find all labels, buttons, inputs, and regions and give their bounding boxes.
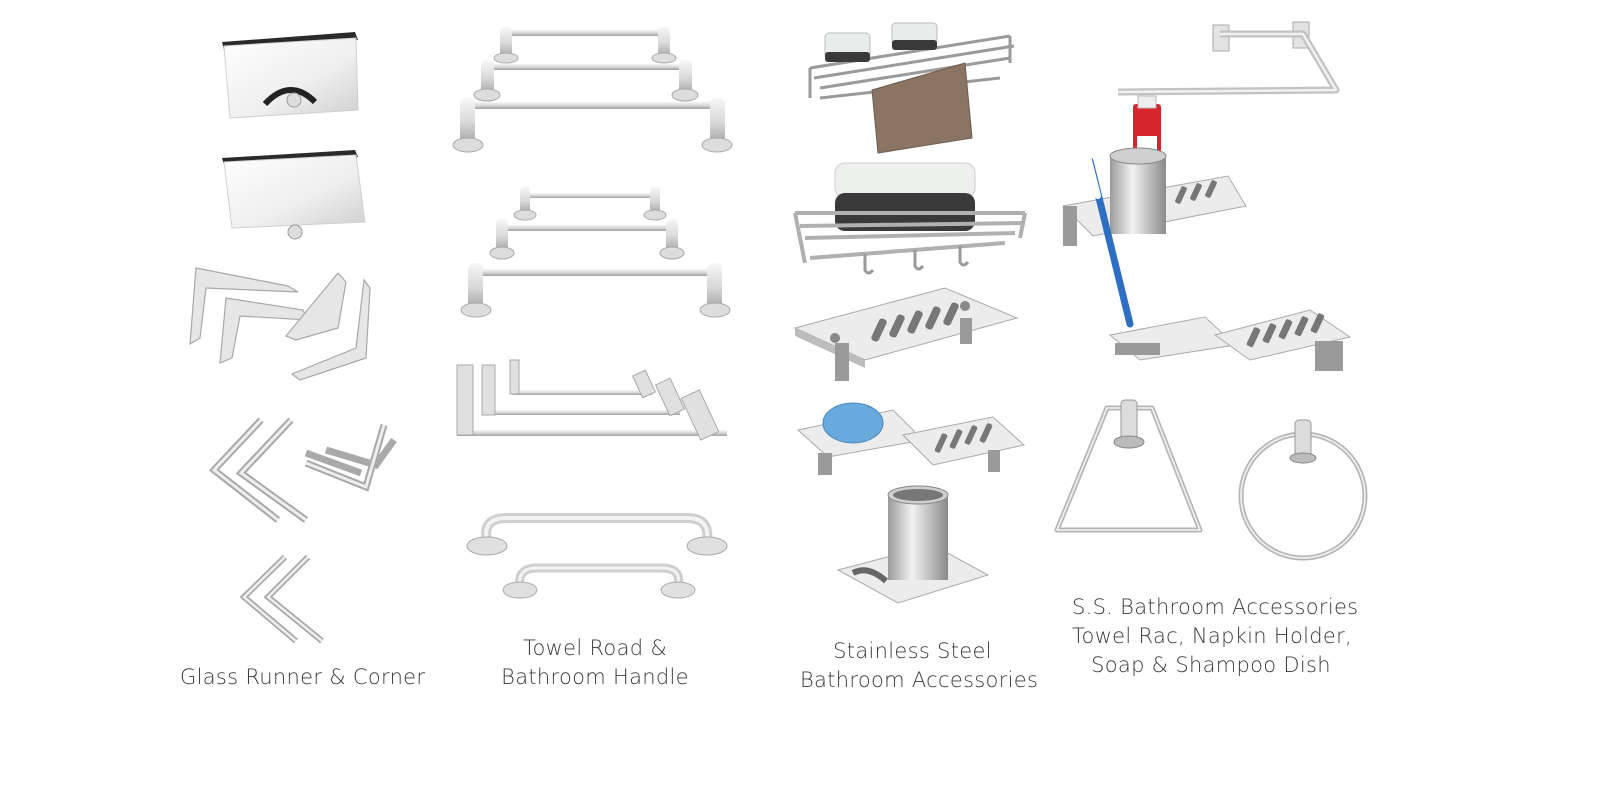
towel-shelf-with-hooks-image	[793, 162, 1027, 275]
corner-bracket-pair-image	[239, 554, 324, 644]
towel-rod-set-image	[452, 27, 733, 153]
square-napkin-ring-image	[1054, 399, 1203, 533]
caption-glass-runner: Glass Runner & Corner	[180, 663, 426, 692]
caption-line: Bathroom Handle	[501, 665, 689, 689]
round-napkin-ring-image	[1238, 419, 1368, 561]
caption-stainless-accessories: Stainless Steel Bathroom Accessories	[800, 637, 1039, 695]
caption-line: Stainless Steel	[833, 639, 992, 663]
tumbler-soap-holder-image	[1061, 95, 1247, 328]
towel-rod-set-image	[460, 187, 731, 318]
corner-bracket-set-image	[208, 417, 397, 523]
soap-dish-image	[793, 287, 1019, 381]
corner-bracket-set-image	[189, 267, 371, 381]
glass-runner-clamp-image	[222, 32, 359, 119]
caption-towel-rod: Towel Road & Bathroom Handle	[490, 634, 700, 692]
double-soap-dish-image	[796, 402, 1026, 475]
caption-line: Towel Road &	[522, 636, 668, 660]
tumbler-holder-image	[836, 485, 990, 604]
caption-line: Towel Rac, Napkin Holder,	[1072, 624, 1353, 648]
caption-line: Bathroom Accessories	[800, 668, 1039, 692]
square-towel-rod-set-image	[456, 359, 727, 441]
double-soap-dish-image	[1108, 309, 1352, 371]
glass-runner-clamp-image	[222, 150, 366, 240]
napkin-holder-image	[1117, 21, 1340, 96]
caption-line: Soap & Shampoo Dish	[1091, 653, 1331, 677]
towel-shelf-with-bar-image	[808, 22, 1015, 154]
caption-ss-accessories: S.S. Bathroom Accessories Towel Rac, Nap…	[1072, 593, 1359, 680]
caption-line: S.S. Bathroom Accessories	[1072, 595, 1359, 619]
grab-handle-set-image	[466, 513, 728, 599]
caption-line: Glass Runner & Corner	[180, 665, 426, 689]
